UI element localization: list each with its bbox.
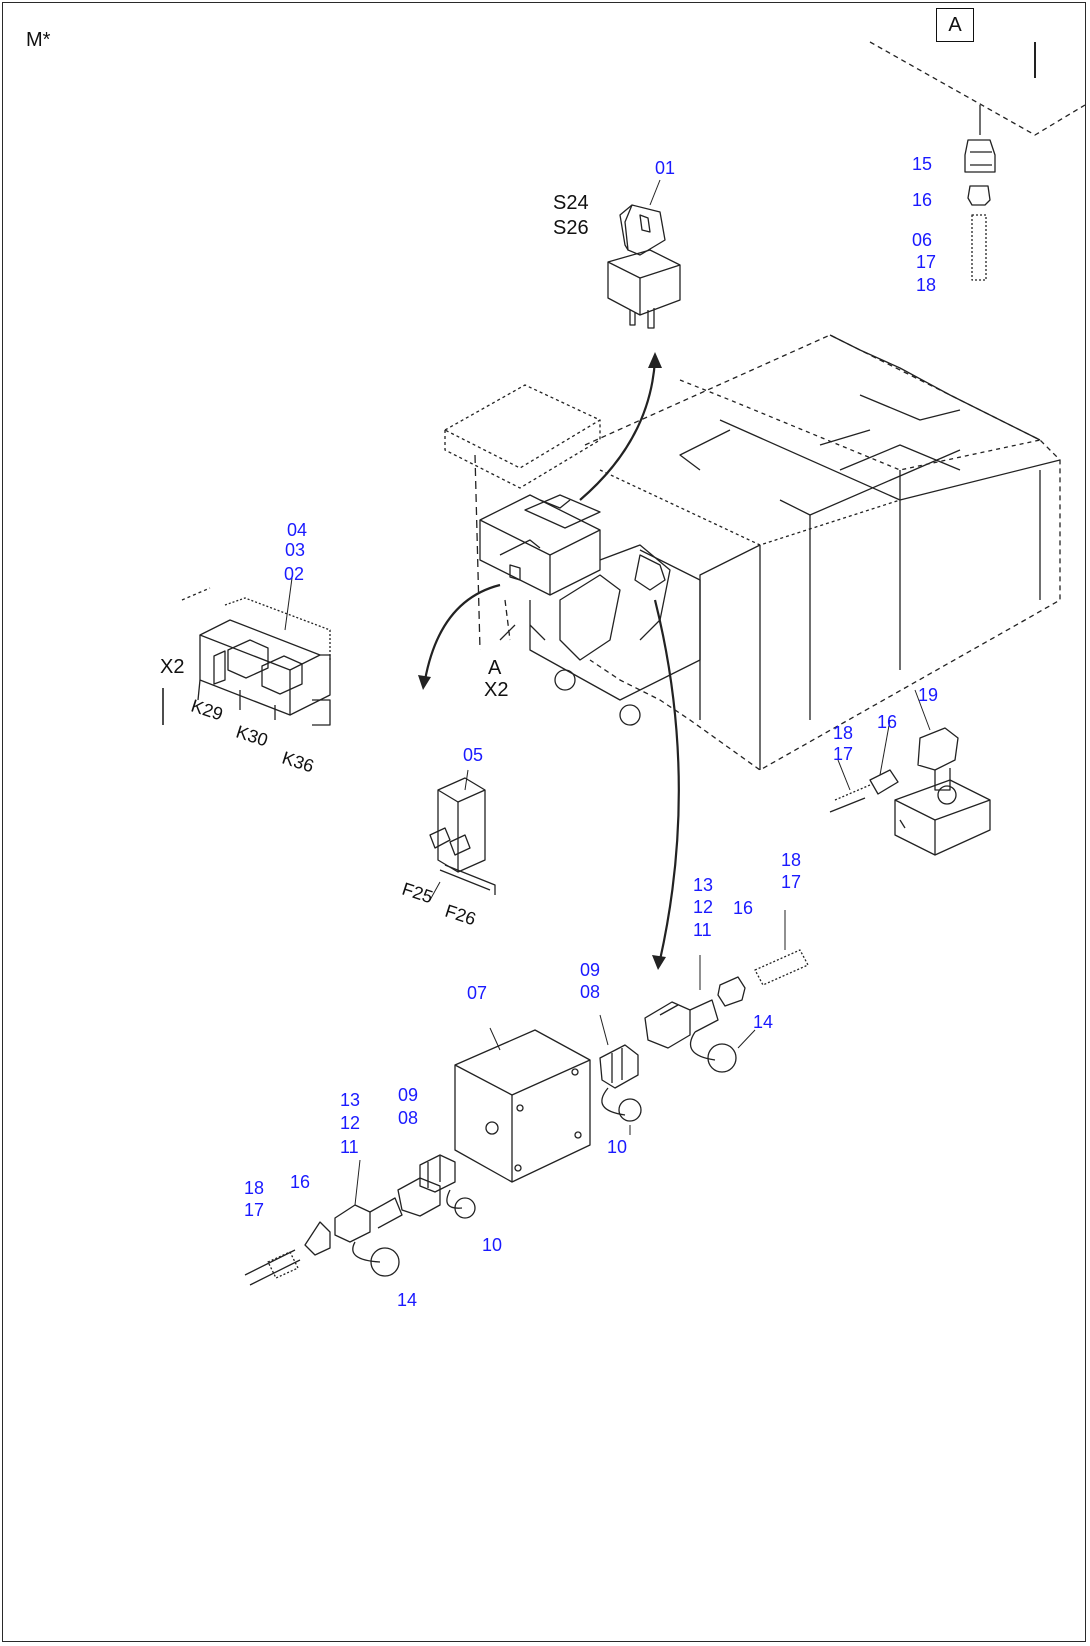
callout-06: 06 [912,230,933,250]
ref-x2-connector: X2 [160,656,185,678]
machine-body [584,334,1061,771]
callout-09-left: 09 [398,1085,419,1105]
lower-left-fittings [244,1154,476,1286]
callout-05: 05 [463,745,484,765]
callout-04: 04 [287,520,308,540]
callout-17-left: 17 [244,1200,265,1220]
callout-15: 15 [912,154,933,174]
callout-08-left: 08 [398,1108,419,1128]
arrows [423,359,680,961]
callout-12-right: 12 [693,897,714,917]
detail-a [869,41,1086,281]
callout-09-right: 09 [580,960,601,980]
callout-03: 03 [285,540,306,560]
callout-11-right: 11 [693,920,712,940]
callout-16-left: 16 [290,1172,311,1192]
callout-17-lower-right: 17 [781,872,802,892]
right-plug-assembly [829,727,991,856]
callout-10-left: 10 [482,1235,503,1255]
lower-right-fittings [599,949,809,1122]
callout-18-left: 18 [244,1178,265,1198]
callout-14-left: 14 [397,1290,418,1310]
callout-19: 19 [918,685,939,705]
fuse-holder [429,777,496,895]
callout-13-right: 13 [693,875,714,895]
callout-17-right: 17 [833,744,854,764]
callout-16: 16 [912,190,933,210]
switch-s24-s26 [607,204,681,329]
console [479,494,701,726]
callout-10-right: 10 [607,1137,628,1157]
callout-17: 17 [916,252,937,272]
callout-07: 07 [467,983,488,1003]
callout-12-left: 12 [340,1113,361,1133]
ref-marker-a: A [488,657,502,679]
ref-s26: S26 [553,217,589,239]
callout-11-left: 11 [340,1137,359,1157]
callout-18: 18 [916,275,937,295]
ref-marker-x2: X2 [484,679,509,701]
callout-14-right: 14 [753,1012,774,1032]
leader-lines [284,179,931,1206]
callout-08-right: 08 [580,982,601,1002]
callout-16-lower-right: 16 [733,898,754,918]
corner-mark: M* [26,29,51,51]
callout-16-right: 16 [877,712,898,732]
relay-block [162,587,331,726]
arrowheads [418,352,666,970]
cab-cover [444,384,601,651]
ref-s24: S24 [553,192,589,214]
detail-a-box: A [936,8,974,42]
callout-01: 01 [655,158,676,178]
callout-18-right: 18 [833,723,854,743]
callout-13-left: 13 [340,1090,361,1110]
junction-box [454,1029,591,1183]
callout-18-lower-right: 18 [781,850,802,870]
callout-02: 02 [284,564,305,584]
